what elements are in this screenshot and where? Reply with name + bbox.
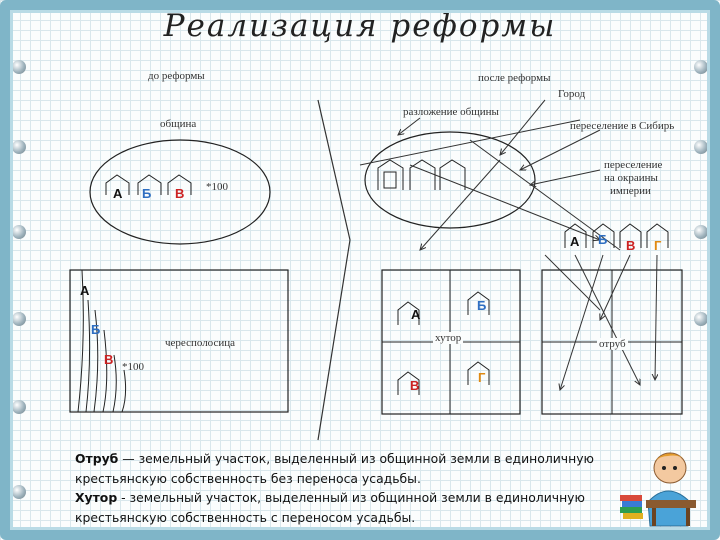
before-header: до реформы [148, 70, 205, 82]
arrow-big [318, 100, 350, 440]
otrub-label: отруб [597, 338, 628, 350]
student-clipart-icon [618, 440, 703, 530]
house-icon [410, 160, 435, 190]
siberia-label: переселение в Сибирь [570, 120, 674, 132]
top-letter-b: Б [598, 232, 607, 247]
khutor-letter-b: Б [477, 298, 486, 313]
otrub-definition: — земельный участок, выделенный из общин… [75, 451, 594, 486]
field-letter-v: В [104, 352, 113, 367]
top-letter-a: А [570, 234, 579, 249]
khutor-letter-v: В [410, 378, 419, 393]
khutor-term: Хутор [75, 490, 117, 505]
khutor-letter-g: Г [478, 370, 485, 385]
khutor-definition: - земельный участок, выделенный из общин… [75, 490, 585, 525]
multiplier-label: *100 [206, 181, 228, 193]
strip-label: чересполосица [165, 337, 235, 349]
otrub-term: Отруб [75, 451, 118, 466]
town-label: Город [558, 88, 585, 100]
definitions: Отруб — земельный участок, выделенный из… [75, 449, 620, 527]
khutor-letter-a: А [411, 307, 420, 322]
field-letter-b: Б [91, 322, 100, 337]
multiplier-label-2: *100 [122, 361, 144, 373]
resettle-label-2: на окраины [604, 172, 658, 184]
house-icon [378, 160, 403, 190]
resettle-label-3: империи [610, 185, 651, 197]
after-header: после реформы [478, 72, 551, 84]
house-letter-v: В [175, 186, 184, 201]
top-letter-g: Г [654, 238, 661, 253]
dissolution-label: разложение общины [403, 106, 499, 118]
house-letter-b: Б [142, 186, 151, 201]
resettle-label-1: переселение [604, 159, 662, 171]
field-letter-a: А [80, 283, 89, 298]
house-letter-a: А [113, 186, 122, 201]
community-label: община [160, 118, 196, 130]
top-letter-v: В [626, 238, 635, 253]
khutor-label: хутор [433, 332, 463, 344]
